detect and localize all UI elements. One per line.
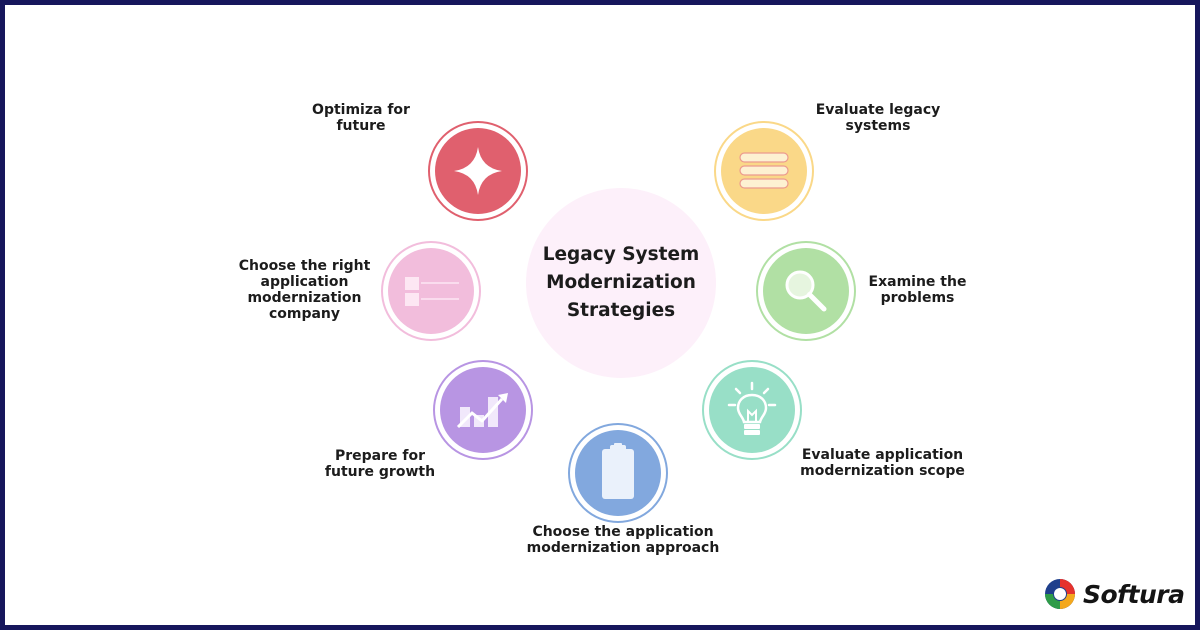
label-approach: Choose the application modernization app… <box>526 524 720 556</box>
label-company: Choose the right application modernizati… <box>238 258 371 322</box>
label-examine: Examine the problems <box>868 274 967 306</box>
magnifier-icon <box>785 270 827 312</box>
node-approach <box>568 423 668 523</box>
label-evaluate-legacy: Evaluate legacy systems <box>815 102 941 134</box>
node-optimize <box>428 121 528 221</box>
brand-name: Softura <box>1083 579 1185 609</box>
label-evaluate-scope: Evaluate application modernization scope <box>800 447 965 479</box>
list-icon <box>739 152 789 189</box>
node-examine <box>756 241 856 341</box>
softura-logo-icon <box>1045 579 1075 609</box>
checklist-icon <box>405 277 459 306</box>
diagram-canvas: Legacy System Modernization Strategies O… <box>5 5 1195 625</box>
lightbulb-icon <box>727 381 777 435</box>
label-optimize: Optimiza for future <box>312 102 410 134</box>
diagram-title: Legacy System Modernization Strategies <box>542 244 700 321</box>
node-evaluate-legacy <box>714 121 814 221</box>
brand-logo: Softura <box>1043 577 1185 611</box>
node-company <box>381 241 481 341</box>
node-evaluate-scope <box>702 360 802 460</box>
label-growth: Prepare for future growth <box>324 448 436 480</box>
center-hub: Legacy System Modernization Strategies <box>526 188 716 378</box>
growth-chart-icon <box>456 393 508 429</box>
clipboard-icon <box>602 443 634 499</box>
node-growth <box>433 360 533 460</box>
sparkle-icon <box>454 147 502 195</box>
